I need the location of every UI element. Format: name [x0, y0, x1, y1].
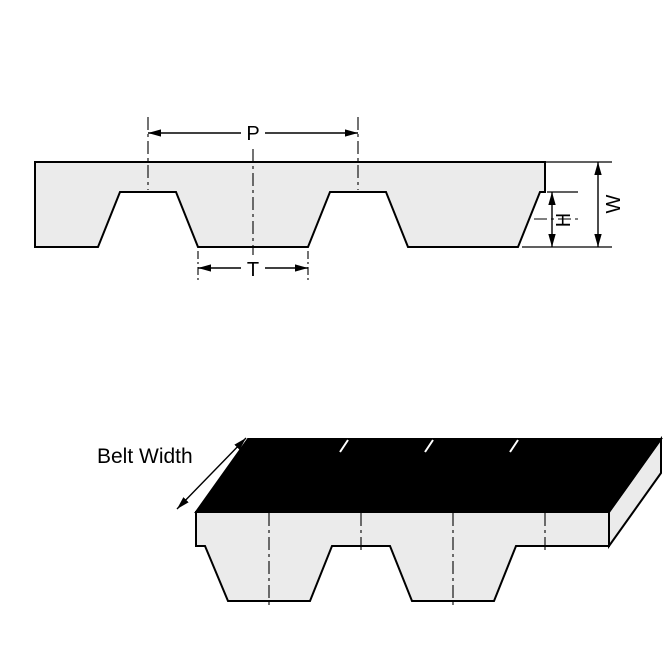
belt-profile: [34, 161, 546, 248]
tooth-width-dimension: T: [197, 251, 309, 281]
top-face-tooth-line: [509, 439, 519, 453]
tooth-width-label-mask: [241, 255, 265, 281]
tooth-width-label: T: [247, 259, 259, 281]
top-face-tooth-line: [424, 439, 434, 453]
tooth-height-label: H: [553, 213, 575, 227]
pitch-dimension: P: [148, 119, 358, 145]
perspective-view: Belt Width: [97, 435, 663, 607]
belt-width-label: Belt Width: [97, 445, 193, 468]
top-face-tooth-line: [339, 439, 349, 453]
pitch-label-mask: [241, 119, 265, 145]
belt-top-face: [194, 438, 663, 513]
belt-thickness-dimension: W: [522, 161, 625, 248]
cross-section-view: P T H W: [34, 117, 625, 281]
belt-front-face: [195, 511, 610, 602]
belt-width-arrow: [176, 437, 247, 510]
belt-width-annotation: Belt Width: [97, 437, 247, 510]
tooth-height-dimension: H: [547, 191, 578, 247]
belt-thickness-label: W: [603, 194, 625, 213]
pitch-label: P: [246, 123, 259, 145]
